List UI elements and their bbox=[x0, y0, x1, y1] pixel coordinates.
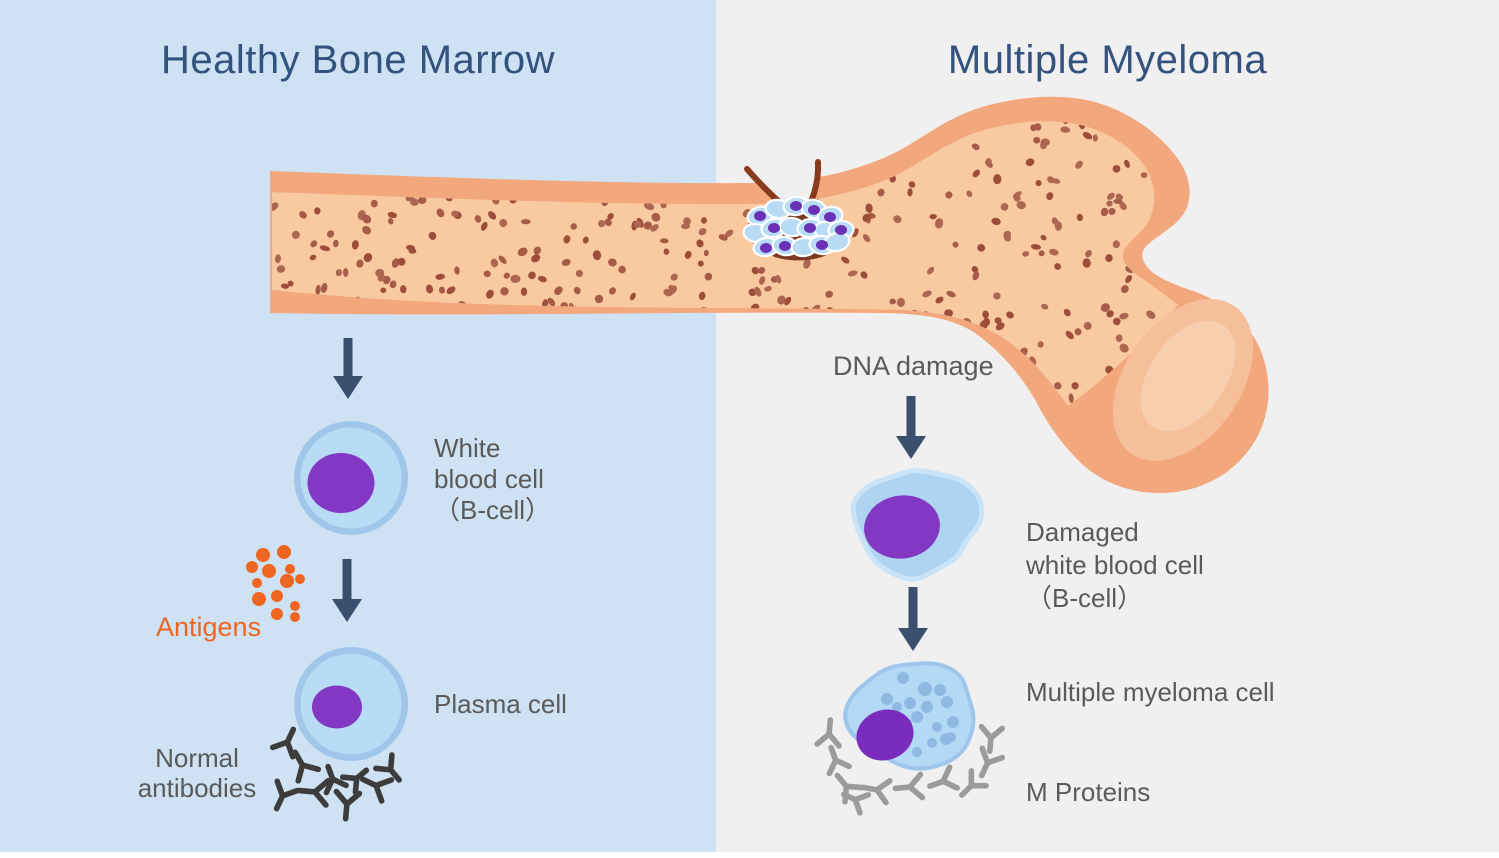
m-protein-icon bbox=[826, 744, 852, 777]
m-protein-icon bbox=[978, 723, 1006, 754]
myeloma-speckle bbox=[912, 747, 922, 757]
myeloma-speckle bbox=[904, 697, 916, 709]
antigen-dot bbox=[277, 545, 291, 559]
m-protein-icon bbox=[892, 771, 926, 801]
antigen-dot bbox=[256, 548, 270, 562]
antigen-dot bbox=[246, 561, 258, 573]
down-arrow-icon bbox=[898, 587, 928, 651]
myeloma-speckle bbox=[947, 716, 959, 728]
antigen-dot bbox=[271, 590, 283, 602]
normal-antibody-icon bbox=[359, 776, 395, 804]
normal-antibody-icon bbox=[296, 778, 331, 808]
m-protein-icon bbox=[959, 768, 989, 798]
antigen-particles bbox=[246, 545, 305, 622]
m-protein-icon bbox=[814, 717, 842, 749]
right-panel-title: Multiple Myeloma bbox=[947, 38, 1268, 82]
m-protein-icon bbox=[978, 745, 1005, 779]
white-blood-cell-label: White blood cell （B-cell） bbox=[434, 433, 552, 525]
normal-antibody-icon bbox=[292, 749, 322, 784]
myeloma-speckle bbox=[897, 672, 909, 684]
cell-nucleus bbox=[864, 495, 940, 559]
left-panel-title: Healthy Bone Marrow bbox=[160, 38, 556, 82]
lesion-cell-nucleus bbox=[804, 223, 816, 233]
antigen-dot bbox=[262, 564, 276, 578]
down-arrow-icon bbox=[896, 396, 926, 459]
m-protein-icon bbox=[860, 778, 893, 806]
antigen-dot bbox=[285, 564, 295, 574]
myeloma-speckle bbox=[927, 738, 937, 748]
normal-antibody-icon bbox=[333, 788, 363, 822]
myeloma-speckle bbox=[892, 702, 902, 712]
damaged-white-blood-cell-label: Damaged white blood cell （B-cell） bbox=[1026, 517, 1204, 613]
lesion-cell-nucleus bbox=[760, 243, 772, 253]
lesion-cell-nucleus bbox=[835, 225, 847, 235]
cell-nucleus bbox=[856, 709, 914, 761]
cell-nucleus bbox=[307, 453, 375, 513]
m-protein-icon bbox=[840, 791, 872, 816]
myeloma-speckle bbox=[921, 701, 933, 713]
bone-marrow bbox=[272, 121, 1178, 406]
antigen-dot bbox=[252, 592, 266, 606]
myeloma-speckle bbox=[946, 732, 956, 742]
normal-antibody-icon bbox=[373, 752, 402, 783]
myeloma-speckle bbox=[911, 711, 923, 723]
normal-antibody-icon bbox=[323, 763, 349, 796]
antigen-dot bbox=[290, 612, 300, 622]
myeloma-speckle bbox=[934, 684, 946, 696]
antigen-dot bbox=[271, 608, 283, 620]
myeloma-speckle bbox=[932, 722, 942, 732]
lesion-cell-nucleus bbox=[779, 241, 791, 251]
lesion-cell-nucleus bbox=[768, 223, 780, 233]
antigen-dot bbox=[280, 574, 294, 588]
bone-head-highlight-core bbox=[1140, 320, 1236, 432]
dna-damage-label: DNA damage bbox=[833, 351, 994, 381]
myeloma-speckle bbox=[881, 693, 893, 705]
normal-antibody-icon bbox=[270, 726, 297, 760]
lesion-cell-nucleus bbox=[790, 201, 802, 211]
down-arrow-icon bbox=[333, 338, 363, 399]
myeloma-speckle bbox=[918, 682, 932, 696]
lesion-cell-nucleus bbox=[754, 211, 766, 221]
m-proteins-label: M Proteins bbox=[1026, 777, 1151, 807]
multiple-myeloma-cell-label: Multiple myeloma cell bbox=[1026, 677, 1275, 707]
cell-nucleus bbox=[312, 685, 362, 729]
bottom-margin bbox=[0, 852, 1499, 858]
antigens-label: Antigens bbox=[156, 612, 262, 642]
normal-antibody-icon bbox=[273, 778, 300, 812]
m-protein-icon bbox=[927, 764, 960, 791]
plasma-cell-label: Plasma cell bbox=[434, 689, 567, 719]
lesion-cell-nucleus bbox=[824, 212, 836, 222]
white-blood-cell bbox=[294, 421, 408, 535]
normal-antibodies-label: Normal antibodies bbox=[137, 743, 257, 803]
antigen-dot bbox=[290, 601, 300, 611]
down-arrow-icon bbox=[332, 559, 362, 622]
antigen-dot bbox=[252, 578, 262, 588]
lesion-cell-nucleus bbox=[808, 205, 820, 215]
myeloma-speckle bbox=[941, 696, 953, 708]
plasma-cell bbox=[294, 647, 408, 761]
normal-antibody-icon bbox=[339, 767, 370, 796]
bone-lesion bbox=[742, 159, 855, 261]
lesion-cell-nucleus bbox=[816, 240, 828, 250]
antigen-dot bbox=[295, 574, 305, 584]
multiple-myeloma-cell bbox=[843, 661, 976, 771]
damaged-white-blood-cell bbox=[850, 468, 985, 582]
